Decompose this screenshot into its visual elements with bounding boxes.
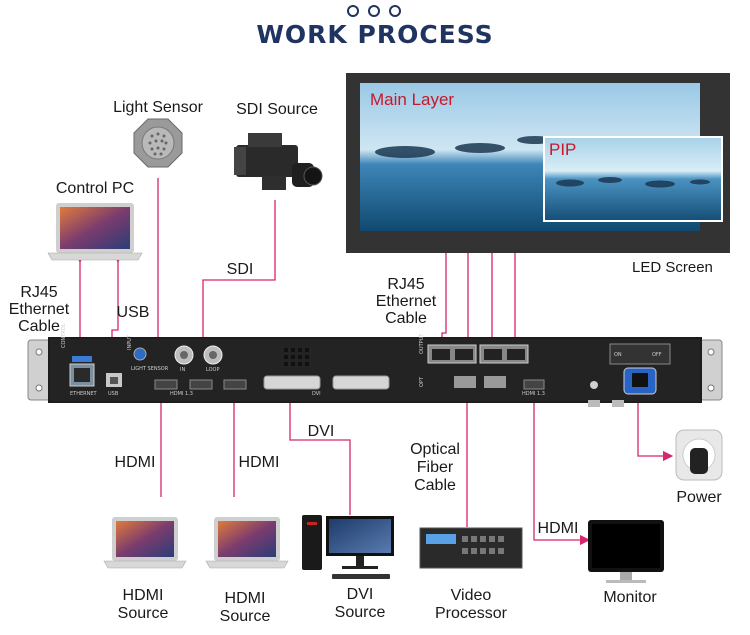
control-pc-label: Control PC — [55, 180, 135, 197]
title-dot — [368, 5, 380, 17]
hdmi-source-laptop — [205, 517, 289, 569]
panel-hdmi-label: HDMI 1.3 — [170, 391, 193, 397]
panel-dvi-label: DVI — [312, 391, 321, 397]
panel-light-sensor-label: LIGHT SENSOR — [131, 366, 169, 372]
panel-ethernet-label: ETHERNET — [70, 391, 97, 397]
led-screen — [346, 73, 730, 253]
main-layer-label: Main Layer — [370, 90, 455, 109]
hdmi-source-label: HDMI Source — [219, 590, 271, 625]
panel-on-label: ON — [614, 352, 622, 358]
title-decoration — [345, 3, 405, 17]
pip-label: PIP — [549, 140, 577, 159]
light-sensor-wire — [146, 178, 159, 352]
usb-cable-label: USB — [116, 304, 150, 321]
page-title: WORK PROCESS — [256, 20, 494, 49]
dvi-cable-label: DVI — [307, 423, 335, 440]
rj45-cable-label: RJ45 Ethernet Cable — [8, 284, 70, 335]
light-sensor-label: Light Sensor — [113, 99, 203, 116]
led-screen-label: LED Screen — [632, 259, 713, 276]
panel-sdi-loop-label: LOOP — [206, 367, 220, 373]
power-socket-device — [675, 429, 723, 481]
hdmi-source-label: HDMI Source — [117, 587, 169, 622]
hdmi-output-cable-label: HDMI — [537, 520, 579, 537]
panel-output-label: OUTPUT — [419, 333, 425, 354]
hdmi-cable-label: HDMI — [238, 454, 280, 471]
monitor-device — [588, 520, 664, 583]
power-label: Power — [676, 489, 722, 506]
panel-usb-label: USB — [108, 391, 119, 397]
title-dot — [347, 5, 359, 17]
sdi-wire — [197, 200, 276, 349]
usb-wire — [111, 252, 124, 345]
dvi-source-pc — [302, 515, 394, 579]
panel-opt-label: OPT — [419, 376, 425, 387]
light-sensor-device — [133, 118, 183, 168]
sdi-camera-device — [234, 133, 323, 190]
video-processor-label: Video Processor — [434, 587, 508, 622]
hdmi-source-laptop — [103, 517, 187, 569]
panel-hdmi-out-label: HDMI 1.3 — [522, 391, 545, 397]
panel-control-label: CONTROL — [61, 323, 67, 348]
optical-cable-label: Optical Fiber Cable — [410, 441, 460, 494]
panel-sdi-in-label: IN — [180, 367, 186, 373]
power-wire — [637, 398, 674, 462]
hdmi-out-wire — [528, 386, 591, 546]
hdmi-cable-label: HDMI — [114, 454, 156, 471]
rj45-output-cable-label: RJ45 Ethernet Cable — [375, 276, 437, 327]
sdi-cable-label: SDI — [226, 261, 254, 278]
dvi-source-label: DVI Source — [334, 586, 386, 621]
processor-chassis — [27, 337, 723, 407]
control-pc-laptop — [47, 203, 143, 261]
dvi-wire — [284, 386, 351, 515]
title-dot — [389, 5, 401, 17]
panel-input-label: INPUT — [127, 335, 133, 350]
panel-off-label: OFF — [652, 352, 662, 358]
pip-image — [545, 138, 721, 220]
video-processor-device — [419, 527, 523, 569]
monitor-label: Monitor — [603, 589, 657, 606]
sdi-source-label: SDI Source — [236, 101, 318, 118]
